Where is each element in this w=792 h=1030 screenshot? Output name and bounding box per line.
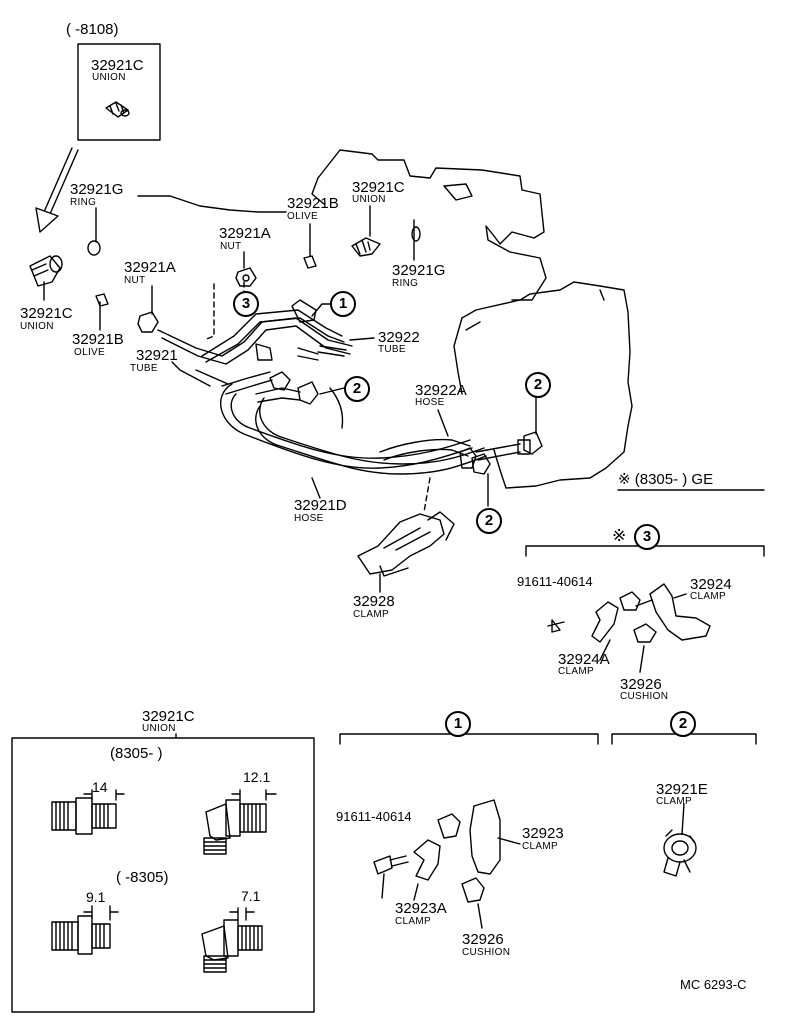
section1-bolt-number: 91611-40614 <box>336 809 412 824</box>
tube-32922 <box>201 309 345 363</box>
ring-32921G-part <box>87 240 101 256</box>
hose-a-number: 32922A <box>415 382 467 399</box>
hose-32921D <box>220 383 487 475</box>
clamp23a-number: 32923A <box>395 900 447 917</box>
clamp23-number: 32923 <box>522 825 564 842</box>
union-left-number: 32921C <box>20 305 73 322</box>
section3-callout: 3 <box>634 524 660 550</box>
inset-union-name: UNION <box>92 72 126 83</box>
section3-bolt-number: 91611-40614 <box>517 574 593 589</box>
nut-b-name: NUT <box>124 275 146 286</box>
inset-arrow <box>35 147 79 233</box>
ge-note: ※ (8305- ) GE <box>618 471 714 488</box>
hose-a-name: HOSE <box>415 397 445 408</box>
section3-mark: ※ <box>612 526 627 545</box>
union-elbow-new <box>203 789 277 855</box>
hose-32922A <box>379 438 531 461</box>
union-period-old: ( -8305) <box>116 869 169 886</box>
tube-32921 <box>157 317 353 365</box>
nut-a-name: NUT <box>220 241 242 252</box>
olive-left-number: 32921B <box>72 331 124 348</box>
section3-cushion-name: CUSHION <box>620 691 669 702</box>
callout-3-main: 3 <box>233 291 259 317</box>
dim-9-1: 9.1 <box>86 889 106 905</box>
clamp23a-name: CLAMP <box>395 916 431 927</box>
inset-union-number: 32921C <box>91 57 144 74</box>
clamp-28-name: CLAMP <box>353 609 389 620</box>
union-top-name: UNION <box>352 194 386 205</box>
dim-12-1: 12.1 <box>243 769 271 785</box>
callout-2-bottom: 2 <box>476 508 502 534</box>
hose-d-number: 32921D <box>294 497 347 514</box>
union-top-part <box>351 237 381 257</box>
section1-callout: 1 <box>445 711 471 737</box>
union-elbow-old <box>201 907 263 973</box>
inset-box <box>77 43 161 141</box>
olive-left-part <box>95 293 109 307</box>
section2-callout: 2 <box>670 711 696 737</box>
tube-b-number: 32922 <box>378 329 420 346</box>
ring-top-number: 32921G <box>70 181 124 198</box>
union-detail-box <box>11 737 315 1013</box>
ring-right-name: RING <box>392 278 419 289</box>
tube-b-name: TUBE <box>378 344 406 355</box>
union-box-title-number: 32921C <box>142 708 195 725</box>
section1-parts <box>373 799 521 929</box>
clamp-28-number: 32928 <box>353 593 395 610</box>
hose-d-name: HOSE <box>294 513 324 524</box>
ring-right-part <box>411 226 421 242</box>
ring-right-number: 32921G <box>392 262 446 279</box>
inset-union-part <box>105 101 130 118</box>
union-left-name: UNION <box>20 321 54 332</box>
olive-top-part <box>303 255 317 269</box>
nut-a-number: 32921A <box>219 225 271 242</box>
dim-7-1: 7.1 <box>241 888 261 904</box>
clamp24a-name: CLAMP <box>558 666 594 677</box>
nut-top-part <box>235 267 257 287</box>
clamp24a-number: 32924A <box>558 651 610 668</box>
ring-top-name: RING <box>70 197 97 208</box>
callout-1: 1 <box>330 291 356 317</box>
clamp21e-name: CLAMP <box>656 796 692 807</box>
nut-left-part <box>137 311 159 333</box>
clamp-32928-part <box>357 511 455 577</box>
union-left-part <box>29 255 63 287</box>
tube-a-name: TUBE <box>130 363 158 374</box>
olive-top-number: 32921B <box>287 195 339 212</box>
nut-b-number: 32921A <box>124 259 176 276</box>
clamp21e-number: 32921E <box>656 781 708 798</box>
union-straight-new <box>51 789 125 835</box>
section3-parts <box>547 583 711 673</box>
engine-outline <box>317 149 547 301</box>
tube-a-number: 32921 <box>136 347 178 364</box>
section3-cushion-number: 32926 <box>620 676 662 693</box>
section1-cushion-number: 32926 <box>462 931 504 948</box>
olive-left-name: OLIVE <box>74 347 105 358</box>
union-straight-old <box>51 905 119 955</box>
footer-code: MC 6293-C <box>680 977 747 992</box>
header-code: ( -8108) <box>66 21 119 38</box>
union-top-number: 32921C <box>352 179 405 196</box>
olive-top-name: OLIVE <box>287 211 318 222</box>
callout-2-center: 2 <box>344 376 370 402</box>
clamp23-name: CLAMP <box>522 841 558 852</box>
clamp24-name: CLAMP <box>690 591 726 602</box>
clamp-32921E-part <box>663 803 697 877</box>
union-period-new: (8305- ) <box>110 745 163 762</box>
transmission-outline <box>461 281 633 489</box>
section1-cushion-name: CUSHION <box>462 947 511 958</box>
callout-2-right: 2 <box>525 372 551 398</box>
union-box-title-name: UNION <box>142 723 176 734</box>
dim-14: 14 <box>92 779 108 795</box>
clamp24-number: 32924 <box>690 576 732 593</box>
